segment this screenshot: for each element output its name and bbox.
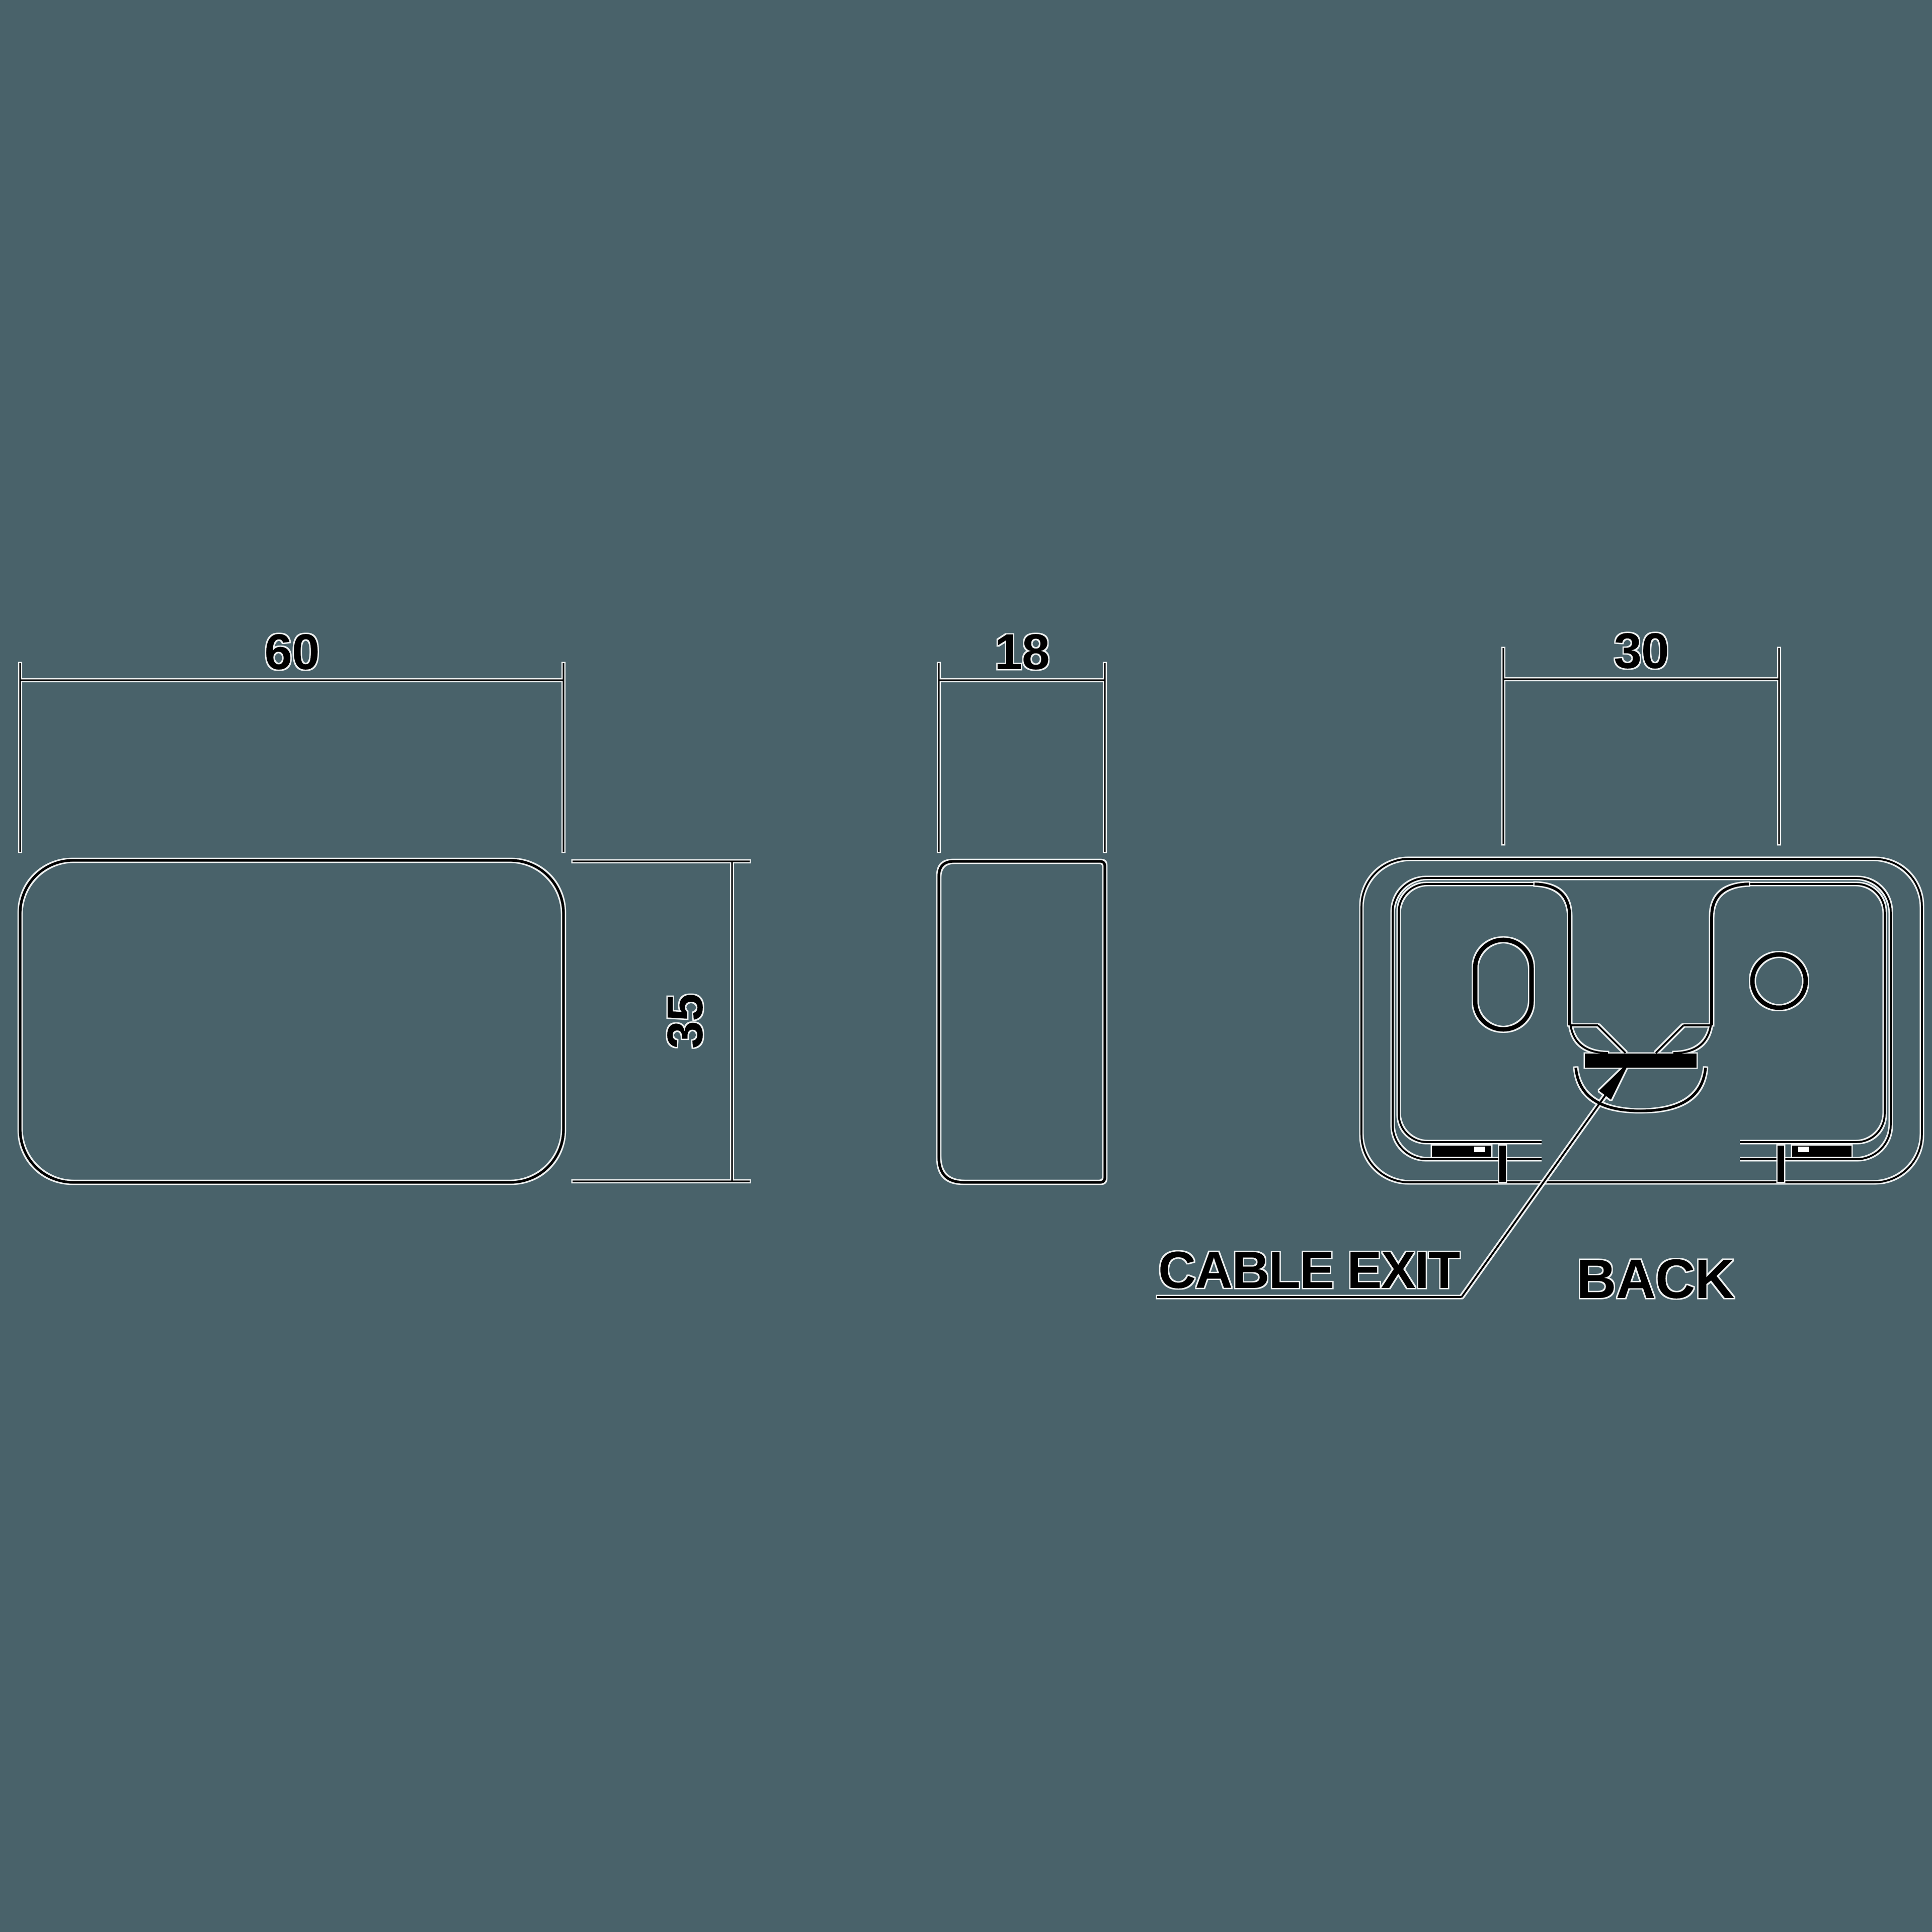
right-foot-notch: [1798, 1147, 1809, 1152]
dimension-35: 35: [573, 860, 750, 1182]
channel-left-ledge: [1570, 1024, 1627, 1054]
channel-right-wall: [1710, 882, 1749, 1025]
callout-leader-line: [1461, 1060, 1631, 1298]
snap-feet: [1432, 1146, 1852, 1182]
side-view-outline: [937, 860, 1106, 1184]
channel-left-wall: [1534, 882, 1571, 1025]
cable-exit-bar: [1585, 1054, 1697, 1068]
dimension-18: 18: [938, 624, 1106, 852]
channel-left-fillet: [1569, 1015, 1608, 1054]
dimension-30: 30: [1502, 623, 1780, 844]
mounting-round-hole: [1750, 952, 1808, 1010]
dim-30-value: 30: [1614, 623, 1668, 679]
cable-exit-label: CABLE EXIT: [1158, 1241, 1460, 1300]
dim-18-value: 18: [994, 624, 1049, 680]
front-view-outline: [19, 859, 565, 1184]
dim-60-extension-lines: [19, 663, 565, 852]
dim-35-extension-lines: [573, 860, 750, 1182]
dimension-60: 60: [19, 624, 565, 852]
mounting-slot-hole: [1473, 937, 1534, 1032]
back-view-title: BACK: [1576, 1248, 1734, 1310]
dim-18-extension-lines: [938, 663, 1106, 852]
dim-35-value: 35: [657, 994, 713, 1049]
rim-mask-top: [1542, 881, 1740, 892]
channel-right-fillet: [1673, 1015, 1713, 1054]
dim-60-value: 60: [264, 624, 319, 680]
front-view: [19, 859, 565, 1184]
left-foot-step: [1499, 1146, 1506, 1182]
cable-exit-callout: CABLE EXIT: [1157, 1060, 1631, 1300]
cable-exit-notch: [1574, 1067, 1707, 1112]
dim-30-extension-lines: [1502, 648, 1780, 844]
right-foot-step: [1778, 1146, 1784, 1182]
side-view: [937, 860, 1106, 1184]
back-outer-outline: [1360, 858, 1923, 1183]
left-foot-notch: [1474, 1147, 1485, 1152]
leader-arrowhead-icon: [1599, 1061, 1630, 1100]
rim-mask-bottom: [1542, 1116, 1740, 1179]
channel-right-ledge: [1655, 1024, 1712, 1054]
cable-channel: [1534, 882, 1749, 1112]
